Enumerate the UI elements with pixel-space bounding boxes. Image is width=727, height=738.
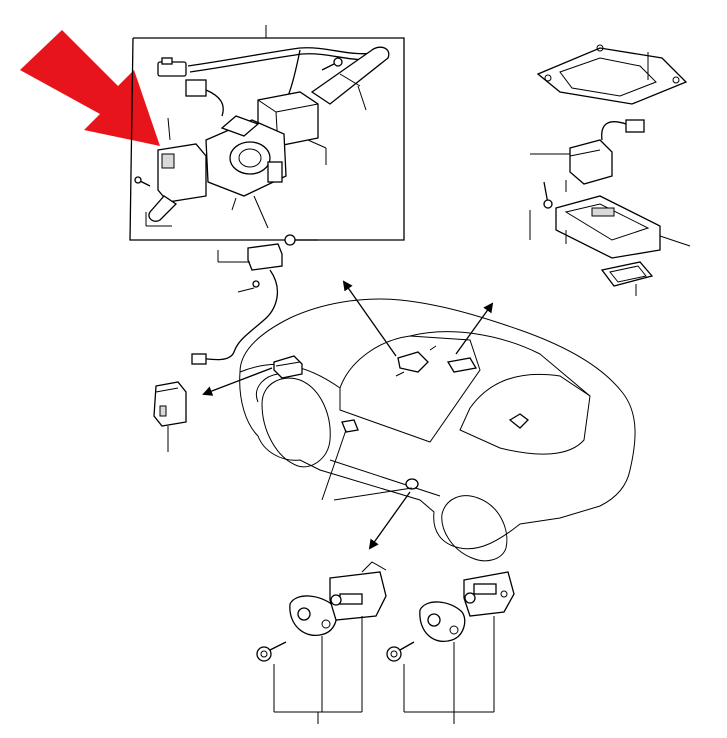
door-switch-left-brackets (273, 616, 363, 724)
car-outline (239, 298, 636, 562)
rear-door-switch-on-car[interactable] (405, 478, 419, 490)
pointer-line-1 (321, 429, 347, 501)
leader-arrows (202, 280, 494, 550)
room-lamp-unit[interactable] (530, 119, 645, 192)
arrow-to-door-switch (368, 491, 411, 550)
door-switch-left-screw[interactable] (256, 641, 287, 662)
dash-switch-on-car[interactable] (395, 345, 437, 377)
red-callout-arrow (20, 30, 160, 146)
roof-bracket[interactable] (536, 44, 688, 105)
lamp-screw[interactable] (529, 181, 553, 240)
interior-lamp-on-car[interactable] (508, 413, 529, 429)
door-switch-right-screw[interactable] (386, 641, 415, 662)
arrow-to-relay (202, 367, 273, 396)
pointer-line-2 (333, 487, 413, 501)
relay-block[interactable] (153, 381, 187, 452)
harness-connector[interactable] (191, 243, 283, 365)
lamp-lens[interactable] (600, 261, 654, 296)
door-switch-right-brackets (403, 616, 495, 724)
combination-switch-group[interactable] (129, 25, 405, 241)
screw-under-switch[interactable] (284, 234, 318, 246)
door-switch-on-car[interactable] (341, 419, 359, 433)
roof-lamp-on-car[interactable] (446, 357, 478, 373)
arrow-to-switch (342, 280, 397, 357)
arrow-to-roof-lamp (455, 302, 494, 355)
map-lamp-housing[interactable] (555, 195, 691, 259)
front-relay-on-car[interactable] (273, 355, 303, 379)
door-switch-right[interactable] (419, 571, 515, 642)
door-switch-left[interactable] (289, 561, 387, 636)
